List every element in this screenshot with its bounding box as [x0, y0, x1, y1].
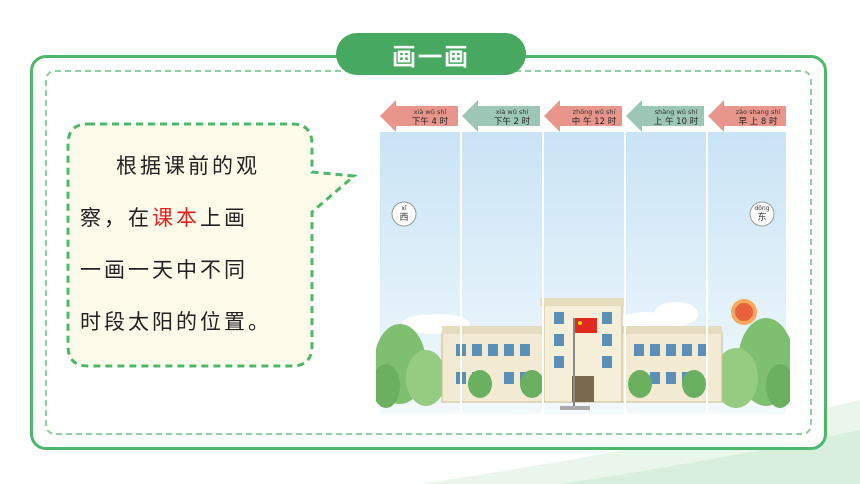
time-arrow-label: 上 午 10 时 [654, 116, 699, 127]
trees-left [376, 324, 446, 408]
trees-right [714, 318, 790, 408]
instruction-line-4: 时段太阳的位置。 [80, 310, 272, 334]
instruction-text: 根据课前的观 察，在课本上画 一画一天中不同 时段太阳的位置。 [80, 140, 295, 348]
sun-icon [731, 299, 757, 325]
flag [560, 318, 597, 410]
time-arrow-label: 中 午 12 时 [572, 116, 617, 127]
highlight-textbook: 课本 [152, 206, 200, 230]
speech-bubble [66, 122, 358, 368]
svg-text:dōng: dōng [754, 205, 769, 212]
panel-dividers [460, 132, 708, 414]
time-arrow-label: 下午 2 时 [494, 116, 531, 127]
time-arrow-pinyin: xià wǔ shí [496, 108, 529, 116]
time-arrow-label: 早 上 8 时 [738, 116, 778, 127]
instruction-line-3: 一画一天中不同 [80, 258, 248, 282]
west-marker: xī 西 [391, 201, 417, 227]
activity-title: 画一画 [336, 33, 526, 75]
time-arrow-pinyin: xià wǔ shí [414, 108, 447, 116]
time-arrow-pinyin: shàng wǔ shí [655, 108, 698, 116]
time-arrow-label: 下午 4 时 [412, 116, 449, 127]
svg-text:xī: xī [401, 205, 407, 212]
trees-front [468, 370, 706, 398]
instruction-line-2: 察，在课本上画 [80, 206, 248, 230]
time-arrow-pinyin: zhōng wǔ shí [573, 108, 616, 116]
time-arrow-pinyin: zǎo shang shí [736, 108, 781, 116]
svg-text:西: 西 [399, 212, 408, 223]
svg-text:东: 东 [757, 211, 766, 223]
instruction-line-1: 根据课前的观 [116, 154, 260, 178]
east-marker: dōng 东 [749, 201, 775, 227]
